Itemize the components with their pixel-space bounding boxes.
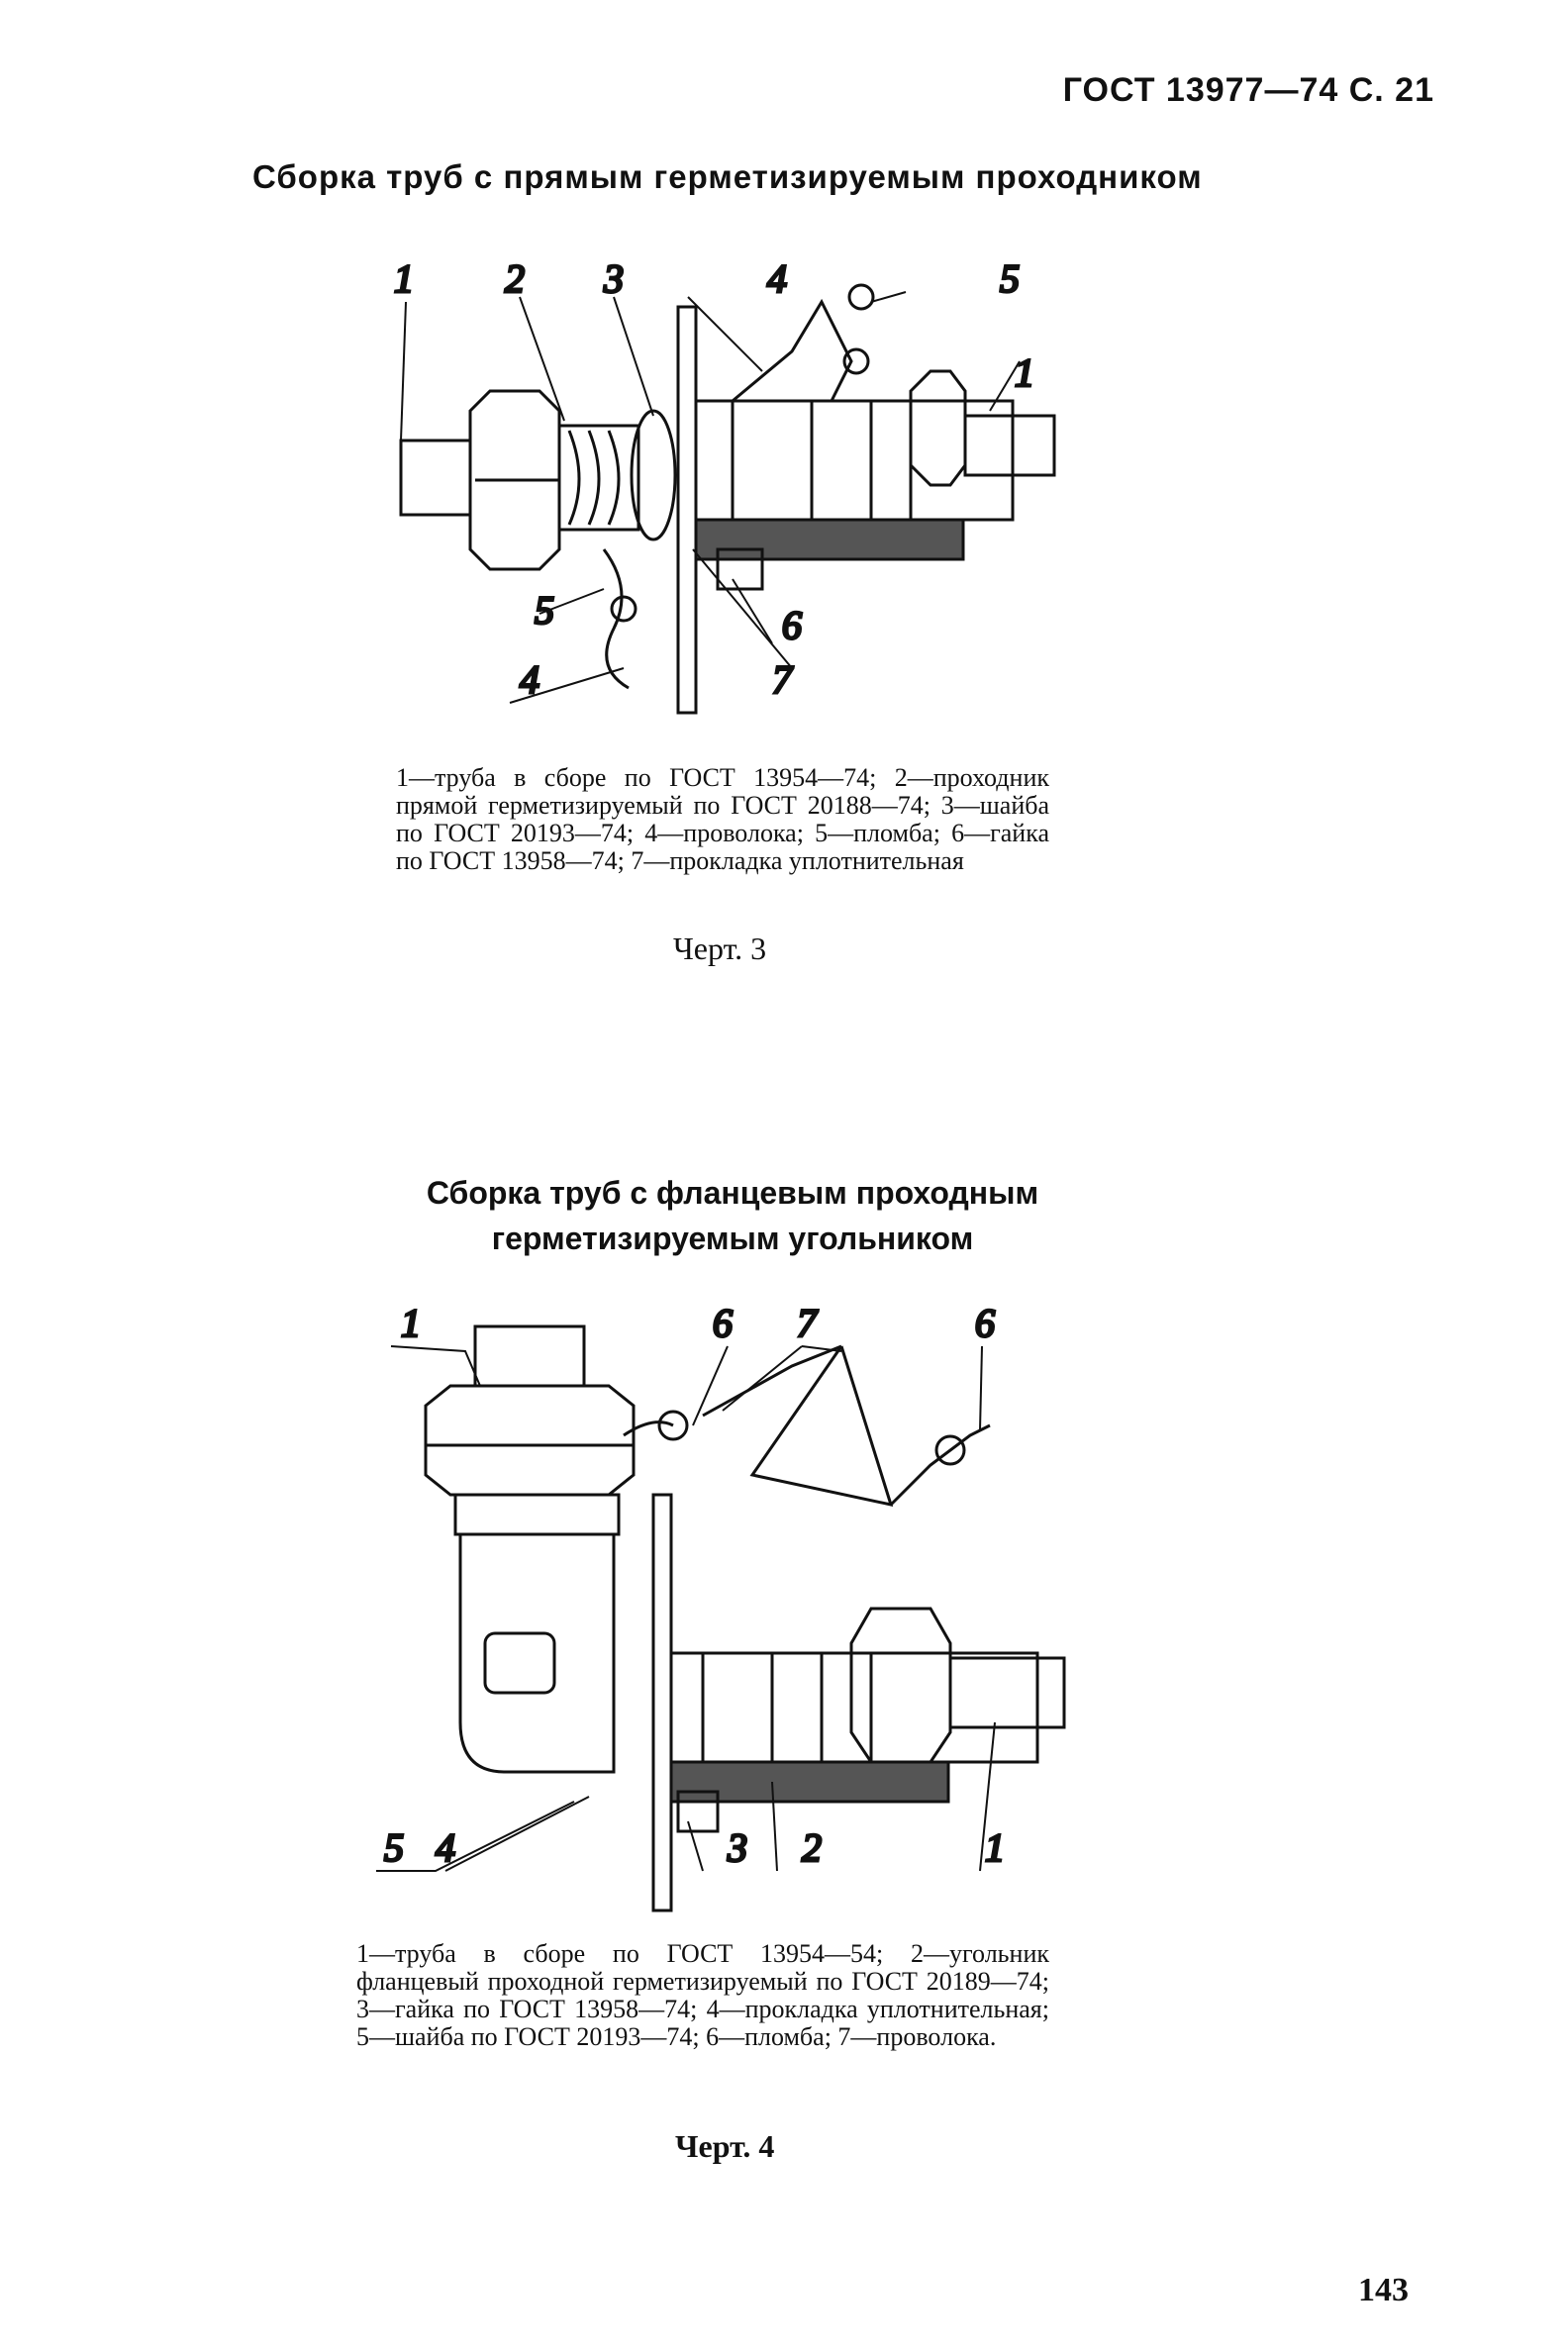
figure2-title-line2: герметизируемым угольником [491,1221,974,1256]
callout-4: 4 [436,1825,455,1870]
nut-collar [453,1493,621,1536]
pipe-left [399,439,472,517]
nut-right [909,369,967,487]
pipe-top [473,1324,586,1388]
callout-4-lower: 4 [520,657,539,702]
section-hatch [669,1760,950,1804]
elbow-body [458,1532,616,1774]
callout-5: 5 [384,1825,404,1870]
wire-left [623,1344,842,1437]
callout-1-right: 1 [1015,350,1034,395]
callout-7: 7 [772,657,794,702]
nut-6 [716,547,764,591]
nut-3 [676,1790,720,1833]
nut-top [424,1384,636,1497]
page-number: 143 [1358,2272,1409,2308]
elbow-window [483,1631,556,1695]
callout-6-left: 6 [713,1307,733,1345]
figure1-title: Сборка труб с прямым герметизируемым про… [252,158,1203,195]
callout-5-lower: 5 [535,588,554,633]
figure1-drawing: 1 2 3 4 5 1 5 4 6 7 [393,255,1056,715]
callout-2: 2 [505,256,525,301]
seal-right [934,1434,966,1466]
pipe-right [948,1656,1066,1729]
callout-2: 2 [802,1825,822,1870]
washer [630,409,677,541]
nut-right [849,1607,952,1764]
page-header-code: ГОСТ 13977—74 С. 21 [1062,71,1434,109]
wall-plate [651,1493,673,1912]
wire-upper [732,298,853,403]
figure2-title: Сборка труб с фланцевым проходным гермет… [297,1170,1168,1261]
callout-1-bottom: 1 [985,1825,1005,1870]
passthrough-body [669,1651,1039,1764]
figure1-caption: 1—труба в сборе по ГОСТ 13954—74; 2—прох… [396,763,1049,875]
seal-left [657,1410,689,1441]
nut-left [468,389,561,571]
figure2-label: Черт. 4 [675,2128,775,2164]
callout-1-left: 1 [394,256,414,301]
callout-6: 6 [782,603,802,647]
callout-1-top: 1 [401,1307,421,1345]
figure1-label: Черт. 3 [673,930,767,966]
callout-6-right: 6 [975,1307,995,1345]
callout-7: 7 [797,1307,819,1345]
figure2-drawing: 1 6 7 6 5 4 3 2 1 [376,1307,1066,1912]
seal-upper [847,283,875,311]
callout-5-upper: 5 [1000,256,1020,301]
connector-body [557,424,640,532]
callout-3: 3 [603,256,624,301]
wire-lower [602,548,630,690]
pipe-right [963,414,1056,477]
callout-4-upper: 4 [767,256,787,301]
seal-lower [610,595,637,623]
figure2-caption: 1—труба в сборе по ГОСТ 13954—54; 2—угол… [356,1939,1049,2051]
figure2-title-line1: Сборка труб с фланцевым проходным [426,1175,1039,1211]
wire-triangle [749,1345,894,1508]
wall-plate [676,305,698,715]
section-hatch [694,518,965,561]
callout-3: 3 [727,1825,747,1870]
